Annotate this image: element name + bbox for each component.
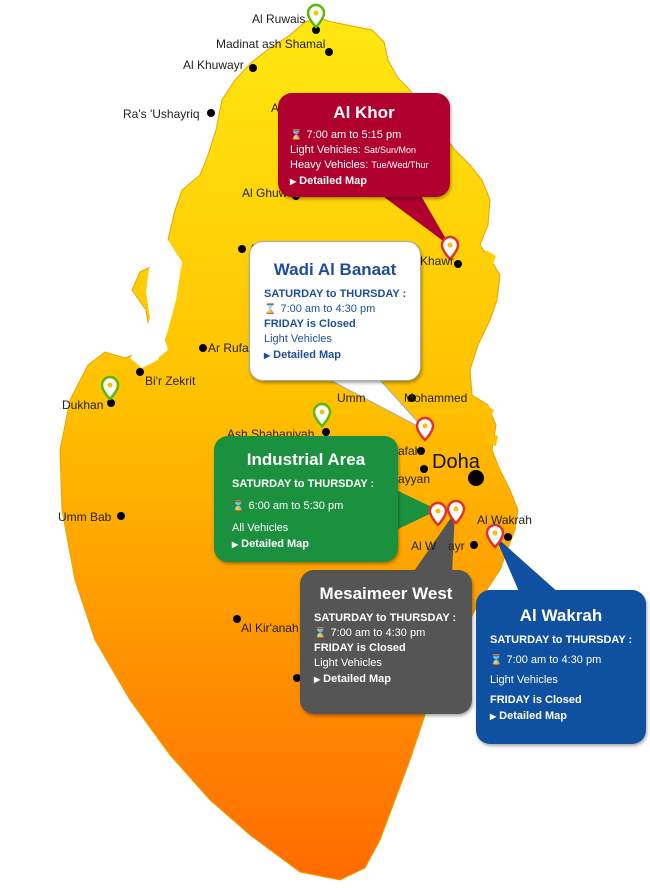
callout-title: Mesaimeer West: [319, 584, 453, 603]
western-inlet: [150, 330, 168, 358]
vehicles-line: Light Vehicles: [490, 674, 558, 686]
map-pin-icon[interactable]: [440, 235, 460, 261]
detailed-map-link[interactable]: ▶Detailed Map: [490, 710, 568, 722]
triangle-right-icon: ▶: [314, 675, 321, 684]
city-label-al-khuwayr: Al Khuwayr: [183, 58, 244, 72]
island: [482, 250, 496, 266]
island: [486, 432, 498, 446]
triangle-right-icon: ▶: [232, 540, 239, 549]
closed-line: FRIDAY is Closed: [490, 694, 582, 706]
callout-title: Al Wakrah: [519, 606, 603, 625]
city-label-al-w: Al W: [411, 539, 437, 553]
island: [482, 404, 494, 420]
callout-title: Industrial Area: [246, 450, 366, 469]
triangle-right-icon: ▶: [490, 712, 497, 721]
city-label-madinat-ash-shamal: Madinat ash Shamal: [216, 37, 326, 51]
closed-line: FRIDAY is Closed: [314, 642, 406, 654]
wadi-al-banaat-callout: Wadi Al Banaat SATURDAY to THURSDAY : ⌛7…: [249, 241, 421, 381]
city-label-mohammed: Mohammed: [404, 391, 468, 405]
map-pin-icon[interactable]: [446, 499, 466, 525]
hours-line: ⌛7:00 am to 4:30 pm: [490, 654, 602, 666]
city-label-al-ruwais: Al Ruwais: [252, 12, 306, 26]
city-label-al-khawr: Khawr: [420, 254, 455, 268]
hourglass-icon: ⌛: [314, 628, 327, 639]
city-label-al-kiranah: Al Kir'anah: [241, 621, 299, 635]
closed-line: FRIDAY is Closed: [264, 318, 356, 330]
city-label-umm: Umm: [337, 391, 366, 405]
days-line: SATURDAY to THURSDAY :: [264, 288, 407, 300]
al-khor-callout: Al Khor ⌛7:00 am to 5:15 pm Light Vehicl…: [278, 93, 450, 197]
days-line: SATURDAY to THURSDAY :: [232, 478, 375, 490]
light-vehicles-line: Light Vehicles: Sat/Sun/Mon: [290, 144, 417, 156]
days-line: SATURDAY to THURSDAY :: [314, 612, 457, 624]
city-label-ar-rufa: Ar Rufa: [208, 341, 249, 355]
al-khor-pointer: [380, 194, 450, 246]
wakrah-pointer: [495, 536, 560, 594]
vehicles-line: Light Vehicles: [264, 333, 332, 345]
city-label-dukhan: Dukhan: [62, 398, 104, 412]
map-pin-icon[interactable]: [415, 416, 435, 442]
city-label-ayr: ayr: [448, 539, 465, 553]
vehicles-line: Light Vehicles: [314, 657, 382, 669]
detailed-map-link[interactable]: ▶Detailed Map: [264, 349, 342, 361]
city-label-umm-bab: Umm Bab: [58, 510, 112, 524]
city-label-ras-ushayriq: Ra's 'Ushayriq: [123, 107, 200, 121]
triangle-right-icon: ▶: [264, 351, 271, 360]
hourglass-icon: ⌛: [264, 304, 277, 315]
callout-title: Wadi Al Banaat: [273, 260, 397, 279]
map-pin-icon[interactable]: [312, 402, 332, 428]
map-pin-icon[interactable]: [306, 3, 326, 29]
map-pin-icon[interactable]: [100, 375, 120, 401]
industrial-pointer: [396, 490, 438, 530]
hourglass-icon: ⌛: [232, 501, 245, 512]
city-dots: [107, 26, 512, 682]
triangle-right-icon: ▶: [290, 177, 297, 186]
vehicles-line: All Vehicles: [232, 522, 289, 534]
detailed-map-link[interactable]: ▶Detailed Map: [314, 673, 392, 685]
city-label-partial: A: [271, 101, 280, 115]
hours-line: ⌛7:00 am to 5:15 pm: [290, 129, 402, 141]
map-pin-icon[interactable]: [428, 501, 448, 527]
city-label-doha: Doha: [432, 451, 480, 473]
days-line: SATURDAY to THURSDAY :: [490, 634, 633, 646]
detailed-map-link[interactable]: ▶Detailed Map: [232, 538, 310, 550]
callout-title: Al Khor: [333, 103, 395, 122]
city-label-ayyan: ayyan: [398, 472, 431, 486]
hours-line: ⌛7:00 am to 4:30 pm: [264, 303, 376, 315]
detailed-map-link[interactable]: ▶Detailed Map: [290, 175, 368, 187]
al-wakrah-callout: Al Wakrah SATURDAY to THURSDAY : ⌛7:00 a…: [476, 590, 646, 744]
industrial-area-callout: Industrial Area SATURDAY to THURSDAY : ⌛…: [214, 436, 398, 562]
city-label-bir-zekrit: Bi'r Zekrit: [145, 374, 196, 388]
hours-line: ⌛7:00 am to 4:30 pm: [314, 627, 426, 639]
city-label-afah: afah: [398, 444, 422, 458]
city-label-al-wakrah: Al Wakrah: [477, 513, 532, 527]
hourglass-icon: ⌛: [490, 655, 503, 666]
map-pin-icon[interactable]: [485, 523, 505, 549]
city-label-al-ghuwayriyah: Al Ghuw: [242, 186, 288, 200]
heavy-vehicles-line: Heavy Vehicles: Tue/Wed/Thur: [290, 159, 429, 171]
mesaimeer-pointer: [412, 512, 455, 574]
mesaimeer-west-callout: Mesaimeer West SATURDAY to THURSDAY : ⌛7…: [300, 570, 472, 714]
western-bay: [130, 240, 182, 368]
hourglass-icon: ⌛: [290, 130, 303, 141]
hours-line: ⌛6:00 am to 5:30 pm: [232, 500, 344, 512]
